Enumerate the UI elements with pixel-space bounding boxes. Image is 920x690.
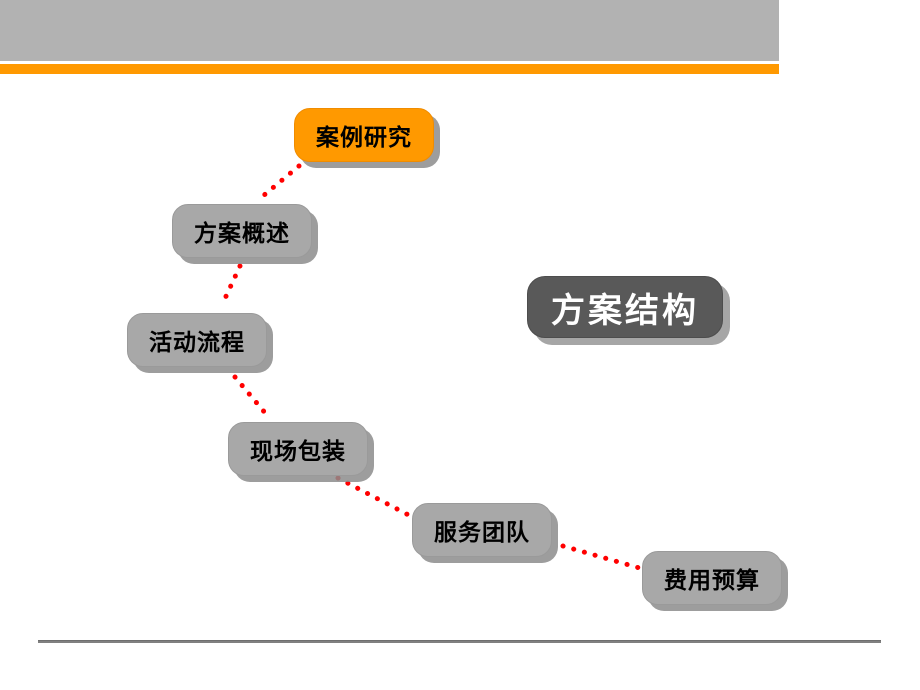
node-plan-overview[interactable]: 方案概述: [172, 204, 312, 258]
node-activity-process[interactable]: 活动流程: [127, 313, 267, 367]
footer-divider: [38, 640, 881, 643]
node-onsite-packaging[interactable]: 现场包装: [228, 422, 368, 476]
node-label: 现场包装: [250, 438, 346, 465]
header-accent-rule: [0, 64, 779, 74]
node-label: 费用预算: [664, 567, 760, 594]
connector-5: [560, 543, 653, 574]
node-service-team[interactable]: 服务团队: [412, 503, 552, 557]
node-label: 方案概述: [194, 220, 290, 247]
header-band: [0, 0, 779, 61]
node-label: 案例研究: [316, 124, 412, 151]
node-case-study[interactable]: 案例研究: [294, 108, 434, 162]
page-title-label: 方案结构: [551, 290, 699, 331]
page-title: 方案结构: [527, 276, 723, 338]
node-label: 服务团队: [434, 519, 530, 546]
connector-2: [219, 263, 243, 308]
node-label: 活动流程: [149, 329, 245, 356]
connector-3: [232, 374, 269, 417]
connector-4: [335, 475, 423, 524]
node-cost-budget[interactable]: 费用预算: [642, 551, 782, 605]
connector-1: [260, 163, 302, 199]
